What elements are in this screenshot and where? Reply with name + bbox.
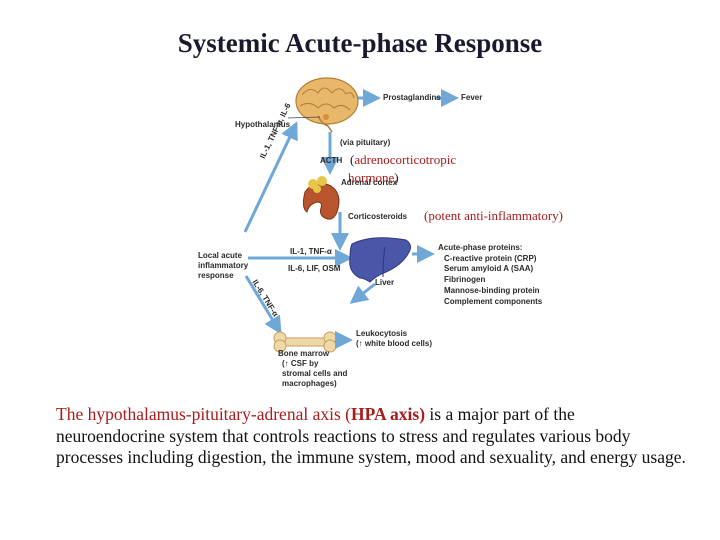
label-acute-phase-item: Complement components (444, 297, 543, 306)
label-adrenal-cortex: Adrenal cortex (341, 178, 398, 187)
note-acth-line2: hormone) (348, 170, 399, 185)
caption: The hypothalamus-pituitary-adrenal axis … (56, 404, 686, 467)
label-acute-phase-item: Serum amyloid A (SAA) (444, 264, 534, 273)
label-hypothalamus: Hypothalamus (235, 120, 291, 129)
label-liver: Liver (375, 278, 395, 287)
arrow-cytokines-to-marrow (244, 275, 282, 335)
label-bone-marrow: macrophages) (282, 379, 337, 388)
bone-icon (273, 331, 337, 353)
label-corticosteroids: Corticosteroids (348, 212, 408, 221)
arrow-cytokines-to-brain (243, 121, 298, 233)
label-acute-phase-heading: Acute-phase proteins: (438, 243, 523, 252)
label-bone-marrow: Bone marrow (278, 349, 330, 358)
page-title: Systemic Acute-phase Response (177, 28, 543, 58)
label-acute-phase-item: Fibrinogen (444, 275, 486, 284)
label-fever: Fever (461, 93, 483, 102)
label-local-2: inflammatory (198, 261, 249, 270)
label-local-1: Local acute (198, 251, 243, 260)
brain-icon (295, 77, 359, 133)
label-liver-input-1: IL-1, TNF-α (290, 247, 332, 256)
arrow-liver-out (349, 282, 376, 304)
label-liver-input-2: IL-6, LIF, OSM (288, 264, 341, 273)
liver-icon (349, 237, 411, 283)
label-prostaglandins: Prostaglandins (383, 93, 441, 102)
label-acth: ACTH (320, 156, 343, 165)
label-bone-marrow: (↑ CSF by (282, 359, 319, 368)
kidney-icon (302, 176, 340, 220)
label-leukocytosis-detail: (↑ white blood cells) (356, 339, 433, 348)
label-local-3: response (198, 271, 234, 280)
label-acute-phase-item: C-reactive protein (CRP) (444, 254, 537, 263)
label-via-pituitary: (via pituitary) (340, 138, 391, 147)
note-corticosteroids: (potent anti-inflammatory) (424, 208, 563, 223)
note-acth-line1: (adrenocorticotropic (350, 152, 457, 167)
label-acute-phase-item: Mannose-binding protein (444, 286, 540, 295)
label-leukocytosis: Leukocytosis (356, 329, 408, 338)
hypothalamus-pointer (287, 116, 321, 119)
label-bone-marrow: stromal cells and (282, 369, 348, 378)
